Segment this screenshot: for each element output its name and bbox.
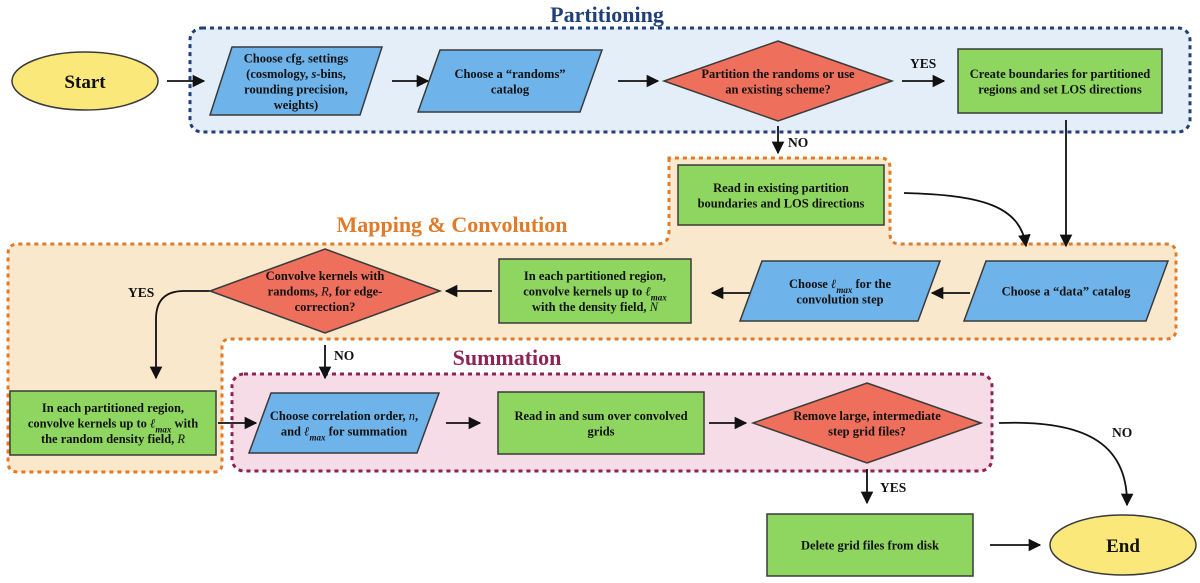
node-convolve-q-line-2: randoms, R, for edge- bbox=[268, 285, 383, 299]
node-partition-q-shape bbox=[661, 40, 895, 122]
edge-label-remove-no: NO bbox=[1112, 425, 1132, 440]
node-create-bounds-line-2: regions and set LOS directions bbox=[978, 82, 1142, 96]
node-randoms-line-2: catalog bbox=[491, 82, 530, 96]
node-randoms: Choose a “randoms”catalog bbox=[416, 49, 604, 113]
node-sum-grids-shape bbox=[497, 391, 705, 455]
node-corr-order-line-2: and ℓmax for summation bbox=[281, 424, 407, 442]
node-end-shape bbox=[1049, 514, 1197, 576]
node-create-bounds-line-1: Create boundaries for partitioned bbox=[970, 67, 1150, 81]
node-convolve-r: In each partitioned region, convolve kern… bbox=[9, 390, 217, 456]
node-convolve-n-line-3: with the density field, N bbox=[532, 300, 659, 314]
node-read-partition-shape bbox=[677, 164, 885, 226]
node-choose-lmax-line-1: Choose ℓmax for the bbox=[789, 277, 891, 295]
node-data-cat-shape bbox=[962, 260, 1170, 322]
section-title-partitioning: Partitioning bbox=[550, 2, 664, 27]
flow-nodes: Start Choose cfg. settings (cosmology, s-b… bbox=[9, 40, 1197, 577]
edge-read-to-data bbox=[903, 192, 1031, 248]
node-partition-q-line-1: Partition the randoms or use bbox=[701, 67, 855, 81]
node-randoms-shape bbox=[416, 49, 604, 113]
node-start-line-1: Start bbox=[64, 72, 106, 93]
edge-remove-no bbox=[998, 421, 1134, 507]
node-convolve-q-line-3: correction? bbox=[295, 300, 356, 314]
node-end-line-1: End bbox=[1106, 536, 1140, 557]
node-convolve-q-shape bbox=[207, 248, 443, 334]
node-data-cat: Choose a “data” catalog bbox=[962, 260, 1170, 322]
edge-label-convolve-yes: YES bbox=[128, 285, 154, 300]
node-start-shape bbox=[11, 51, 159, 111]
node-choose-lmax-line-2: convolution step bbox=[796, 292, 883, 306]
edge-label-convolve-no: NO bbox=[334, 348, 354, 363]
section-title-mapping: Mapping & Convolution bbox=[336, 212, 567, 237]
node-convolve-n-shape bbox=[498, 258, 692, 324]
node-remove-q-shape bbox=[750, 382, 984, 464]
node-data-cat-line-1: Choose a “data” catalog bbox=[1002, 285, 1132, 299]
node-remove-q-line-1: Remove large, intermediate bbox=[793, 409, 941, 423]
node-cfg-shape bbox=[208, 46, 384, 116]
node-end: End bbox=[1049, 514, 1197, 576]
node-start: Start bbox=[11, 51, 159, 111]
node-cfg: Choose cfg. settings (cosmology, s-bins,r… bbox=[208, 46, 384, 116]
node-read-partition-line-2: boundaries and LOS directions bbox=[698, 196, 865, 210]
node-choose-lmax-shape bbox=[738, 260, 942, 322]
node-convolve-r-line-2: convolve kernels up to ℓmax with bbox=[28, 417, 198, 435]
node-delete-grid: Delete grid files from disk bbox=[766, 513, 974, 577]
node-convolve-n: In each partitioned region, convolve kern… bbox=[498, 258, 692, 324]
section-title-summation: Summation bbox=[453, 345, 562, 370]
node-convolve-r-line-1: In each partitioned region, bbox=[42, 401, 184, 415]
node-create-bounds-shape bbox=[957, 48, 1163, 114]
node-convolve-q: Convolve kernels with randoms, R, for edg… bbox=[207, 248, 443, 334]
node-corr-order-line-1: Choose correlation order, n, bbox=[270, 409, 418, 423]
node-corr-order: Choose correlation order, n,and ℓmax for… bbox=[247, 392, 441, 454]
node-convolve-r-line-3: the random density field, R bbox=[41, 432, 185, 446]
edge-question-yes-to-convolve-r bbox=[149, 290, 210, 380]
node-sum-grids-line-2: grids bbox=[587, 424, 614, 438]
edge-label-partition-no: NO bbox=[788, 135, 808, 150]
node-convolve-n-line-2: convolve kernels up to ℓmax bbox=[523, 285, 667, 303]
node-sum-grids-line-1: Read in and sum over convolved bbox=[514, 409, 687, 423]
edge-label-partition-yes: YES bbox=[910, 56, 936, 71]
flow-edges bbox=[149, 74, 1134, 552]
node-convolve-r-shape bbox=[9, 390, 217, 456]
node-delete-grid-shape bbox=[766, 513, 974, 577]
node-read-partition-line-1: Read in existing partition bbox=[713, 181, 849, 195]
node-corr-order-shape bbox=[247, 392, 441, 454]
node-delete-grid-line-1: Delete grid files from disk bbox=[801, 539, 939, 553]
node-cfg-line-3: rounding precision, bbox=[244, 82, 348, 96]
node-cfg-line-1: Choose cfg. settings bbox=[244, 51, 349, 65]
node-randoms-line-1: Choose a “randoms” bbox=[454, 67, 565, 81]
node-cfg-line-2: (cosmology, s-bins, bbox=[246, 67, 346, 81]
node-create-bounds: Create boundaries for partitionedregions… bbox=[957, 48, 1163, 114]
node-partition-q-line-2: an existing scheme? bbox=[725, 82, 831, 96]
node-convolve-n-line-1: In each partitioned region, bbox=[524, 269, 666, 283]
node-remove-q-line-2: step grid files? bbox=[828, 424, 906, 438]
edge-label-remove-yes: YES bbox=[880, 480, 906, 495]
node-convolve-q-line-1: Convolve kernels with bbox=[266, 269, 385, 283]
node-cfg-line-4: weights) bbox=[274, 98, 318, 112]
